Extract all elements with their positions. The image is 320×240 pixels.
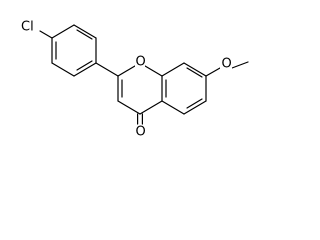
double-bond-inner xyxy=(76,29,93,40)
pyranone-ring xyxy=(117,62,163,115)
bond xyxy=(183,62,207,77)
bond-to-chlorine xyxy=(39,30,53,39)
methoxy-group xyxy=(205,61,249,77)
bond xyxy=(161,100,185,115)
chlorine-label: Cl xyxy=(21,20,34,35)
bond xyxy=(73,24,97,39)
bond xyxy=(51,62,75,77)
bond xyxy=(117,100,141,115)
bond xyxy=(183,100,207,115)
chemical-structure: Cl O O O xyxy=(21,20,249,140)
methoxy-oxygen-label: O xyxy=(222,57,232,72)
carbonyl-oxygen-label: O xyxy=(136,125,146,140)
double-bond-inner xyxy=(186,98,203,109)
ring-oxygen-label: O xyxy=(136,55,146,70)
bond xyxy=(231,61,249,69)
benzo-ring xyxy=(161,62,207,115)
bond xyxy=(51,24,75,39)
bond-aryl-link xyxy=(95,62,119,77)
bond xyxy=(161,62,185,77)
bond xyxy=(139,100,163,115)
chlorophenyl-ring xyxy=(51,24,97,77)
bond xyxy=(205,67,221,77)
double-bond-inner xyxy=(76,60,93,71)
carbonyl-group xyxy=(137,113,143,125)
double-bond-inner xyxy=(186,67,203,78)
bond xyxy=(73,62,97,77)
